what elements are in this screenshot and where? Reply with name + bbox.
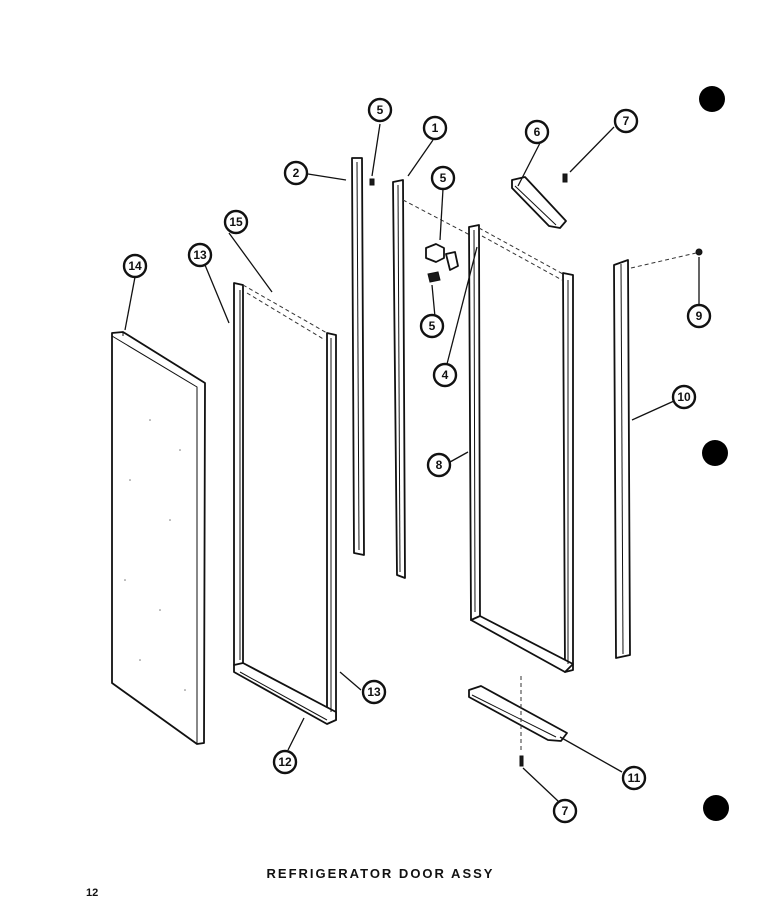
svg-text:14: 14 (128, 259, 142, 273)
callout-13-bottom: 13 (361, 679, 387, 705)
callout-2: 2 (283, 160, 309, 186)
svg-text:7: 7 (623, 114, 630, 128)
callout-15: 15 (223, 209, 249, 235)
svg-text:7: 7 (562, 804, 569, 818)
svg-text:1: 1 (432, 121, 439, 135)
callout-7-bottom: 7 (552, 798, 578, 824)
callout-7-top: 7 (613, 108, 639, 134)
svg-text:5: 5 (429, 319, 436, 333)
svg-text:5: 5 (377, 103, 384, 117)
svg-text:5: 5 (440, 171, 447, 185)
callout-6: 6 (524, 119, 550, 145)
part-screw-7-top (562, 173, 568, 183)
callout-9: 9 (686, 303, 712, 329)
leader-lines (124, 123, 700, 802)
part-inner-frame (468, 224, 574, 673)
part-bracket-5 (425, 243, 459, 283)
svg-text:4: 4 (442, 368, 449, 382)
part-strip-2 (351, 157, 365, 556)
callout-8: 8 (426, 452, 452, 478)
svg-text:11: 11 (628, 771, 641, 785)
callout-5-top: 5 (430, 165, 456, 191)
diagram-caption: REFRIGERATOR DOOR ASSY (266, 866, 495, 881)
svg-text:12: 12 (278, 755, 292, 769)
callout-5-bottom: 5 (419, 313, 445, 339)
callout-4: 4 (432, 362, 458, 388)
part-bottom-channel (468, 676, 568, 752)
binder-hole-middle (702, 440, 728, 466)
svg-text:6: 6 (534, 125, 541, 139)
callout-3: 5 (367, 97, 393, 123)
svg-text:8: 8 (436, 458, 443, 472)
part-liner-frame (233, 282, 337, 725)
binder-hole-bottom (703, 795, 729, 821)
part-strip-1 (392, 179, 471, 579)
callout-13-top: 13 (187, 242, 213, 268)
callout-12: 12 (272, 749, 298, 775)
part-door-panel (111, 331, 206, 745)
svg-text:9: 9 (696, 309, 703, 323)
callout-14: 14 (122, 253, 148, 279)
callout-1: 1 (422, 115, 448, 141)
binder-hole-top (699, 86, 725, 112)
part-screw-7-bottom (519, 755, 524, 767)
svg-text:2: 2 (293, 166, 300, 180)
part-top-channel (511, 176, 567, 229)
svg-text:10: 10 (677, 390, 691, 404)
page-number: 12 (86, 887, 99, 899)
svg-text:13: 13 (193, 248, 207, 262)
callout-11: 11 (621, 765, 647, 791)
part-screw-3 (369, 178, 375, 186)
callout-10: 10 (671, 384, 697, 410)
part-trim-strip (613, 259, 631, 659)
svg-text:13: 13 (367, 685, 381, 699)
svg-text:15: 15 (229, 215, 243, 229)
part-screw-9 (695, 248, 703, 256)
